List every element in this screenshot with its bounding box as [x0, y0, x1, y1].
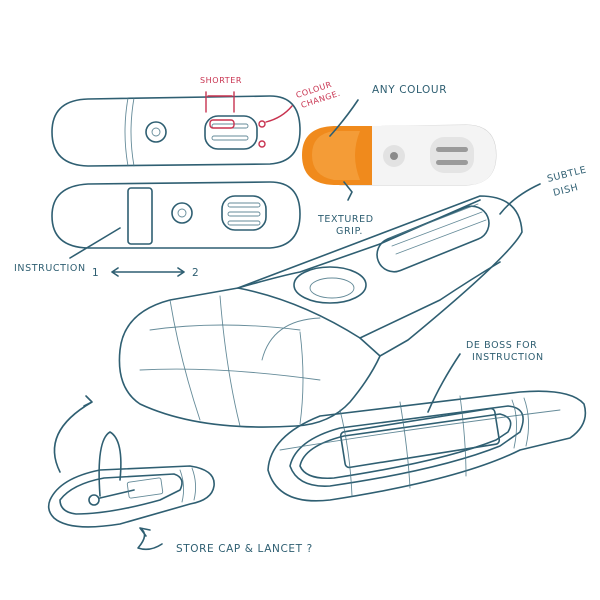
annotation-any-colour: Any colour: [372, 84, 447, 96]
annotation-deboss-2: instruction: [472, 352, 544, 363]
annotation-shorter: Shorter: [200, 76, 242, 85]
device-sketch-top-2: [51, 181, 301, 259]
device-sketch-top-1: [51, 95, 301, 167]
device-sketch-perspective: [118, 195, 523, 428]
device-sketch-debossed: [267, 353, 587, 502]
leader-store-cap: [137, 527, 163, 551]
step-2-label: 2: [192, 267, 199, 279]
annotation-store-cap: Store cap & Lancet ?: [176, 543, 313, 555]
step-1-label: 1: [92, 267, 99, 279]
annotation-textured-grip-2: Grip.: [336, 226, 363, 237]
red-markup: [205, 91, 293, 148]
leader-subtle-dish: [499, 183, 541, 215]
step-arrow: [111, 267, 185, 277]
device-sketch-cap-storage: [47, 395, 215, 528]
annotation-subtle-dish-1: Subtle: [546, 165, 588, 185]
annotation-deboss-1: De Boss for: [466, 340, 537, 351]
annotation-subtle-dish-2: Dish: [552, 182, 580, 199]
annotation-textured-grip-1: Textured: [317, 214, 374, 225]
annotation-instruction: Instruction: [14, 263, 86, 274]
colour-render: [302, 99, 497, 201]
